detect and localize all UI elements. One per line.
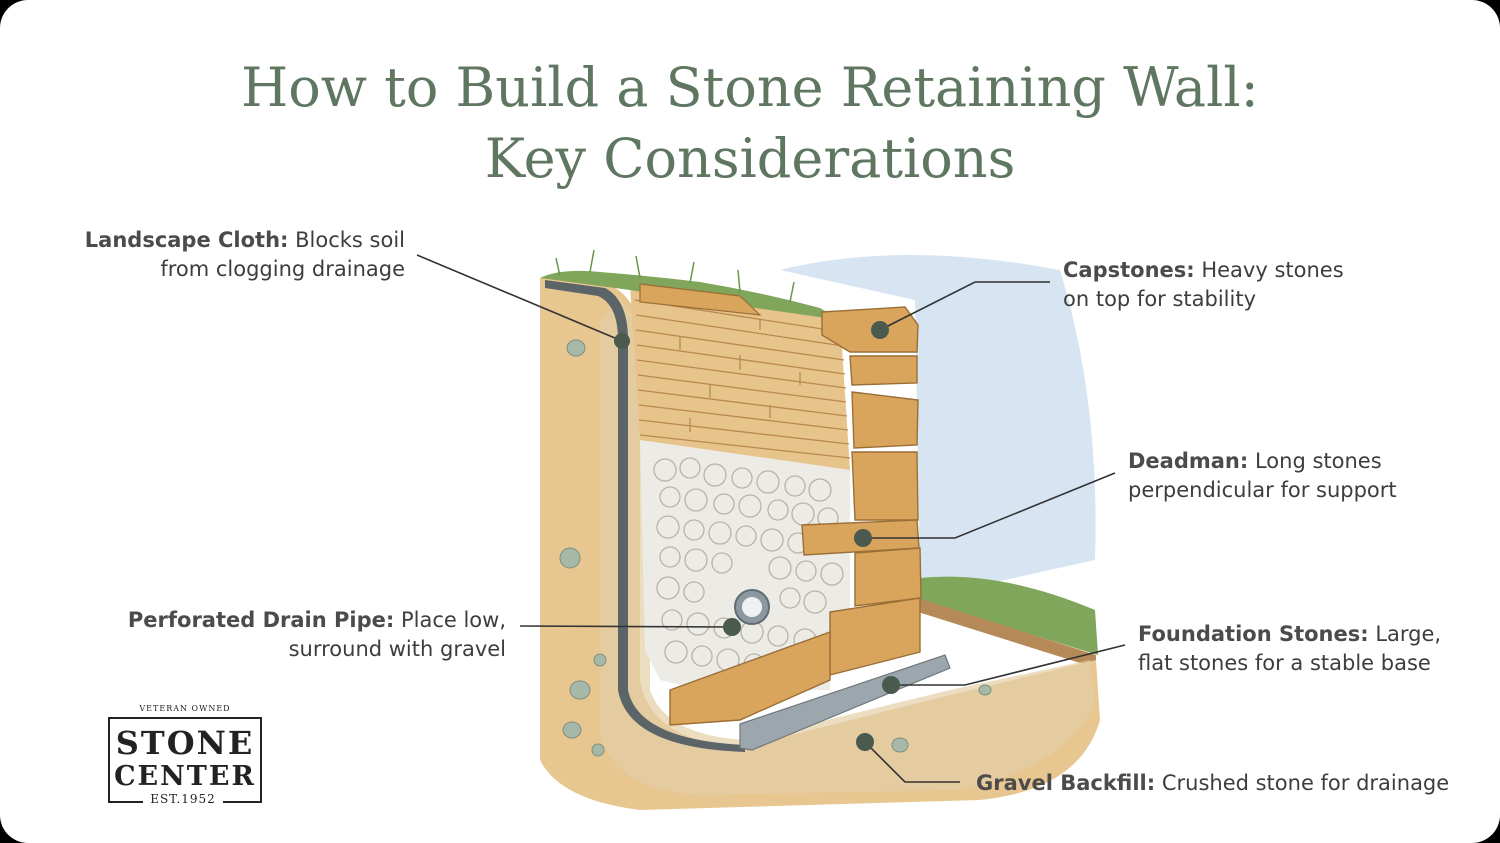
- callout-desc: Large,: [1368, 622, 1442, 646]
- callout-desc: Heavy stones: [1194, 258, 1344, 282]
- page-title: How to Build a Stone Retaining Wall: Key…: [0, 52, 1500, 194]
- title-line-2: Key Considerations: [484, 127, 1016, 190]
- wall-courses: [634, 299, 851, 459]
- foundation-slab: [739, 654, 951, 751]
- callout-label: Deadman:: [1128, 449, 1249, 473]
- callout-desc-2: perpendicular for support: [1128, 478, 1397, 502]
- callout-label: Foundation Stones:: [1138, 622, 1369, 646]
- callout-capstones: Capstones: Heavy stones on top for stabi…: [1063, 256, 1443, 314]
- callout-gravel-backfill: Gravel Backfill: Crushed stone for drain…: [976, 769, 1476, 798]
- deadman-marker: [854, 529, 872, 547]
- capstone: [639, 283, 762, 316]
- right-grass: [920, 576, 1098, 655]
- callout-drain-pipe: Perforated Drain Pipe: Place low, surrou…: [40, 606, 506, 664]
- callout-desc: Long stones: [1248, 449, 1382, 473]
- callout-label: Landscape Cloth:: [84, 228, 289, 252]
- gravel-stones: [653, 457, 844, 680]
- sky-background: [780, 255, 1096, 590]
- callout-desc: Blocks soil: [288, 228, 405, 252]
- callout-markers: [614, 321, 900, 751]
- drain-pipe-marker: [723, 618, 741, 636]
- callout-desc: Place low,: [394, 608, 506, 632]
- logo-wordmark-line-1: STONE: [115, 724, 255, 762]
- callout-desc-2: flat stones for a stable base: [1138, 651, 1431, 675]
- callout-desc-2: from clogging drainage: [160, 257, 405, 281]
- callout-lines: [416, 254, 1126, 783]
- callout-label: Gravel Backfill:: [976, 771, 1156, 795]
- drain-pipe: [734, 589, 770, 625]
- callout-desc-2: surround with gravel: [288, 637, 506, 661]
- callout-desc: Crushed stone for drainage: [1155, 771, 1450, 795]
- front-face-stones: [669, 306, 922, 726]
- callout-label: Perforated Drain Pipe:: [127, 608, 395, 632]
- callout-label: Capstones:: [1063, 258, 1195, 282]
- logo-box: STONE CENTER: [108, 717, 262, 803]
- callout-deadman: Deadman: Long stones perpendicular for s…: [1128, 447, 1468, 505]
- title-line-1: How to Build a Stone Retaining Wall:: [241, 56, 1259, 119]
- callout-foundation-stones: Foundation Stones: Large, flat stones fo…: [1138, 620, 1488, 678]
- capstones-marker: [871, 321, 889, 339]
- soil-pebbles: [559, 339, 992, 757]
- gravel-pad: [600, 300, 1095, 795]
- grass-blades: [555, 249, 795, 303]
- landscape-cloth-marker: [614, 333, 630, 349]
- right-ground-edge: [918, 598, 1096, 668]
- logo-tagline: VETERAN OWNED: [139, 704, 231, 713]
- stone-center-logo: VETERAN OWNED STONE CENTER EST.1952: [108, 704, 262, 806]
- callout-landscape-cloth: Landscape Cloth: Blocks soil from cloggi…: [60, 226, 405, 284]
- logo-wordmark-line-2: CENTER: [114, 761, 256, 792]
- logo-established: EST.1952: [143, 792, 223, 806]
- foundation-marker: [882, 676, 900, 694]
- gravel-marker: [856, 733, 874, 751]
- callout-desc-2: on top for stability: [1063, 287, 1257, 311]
